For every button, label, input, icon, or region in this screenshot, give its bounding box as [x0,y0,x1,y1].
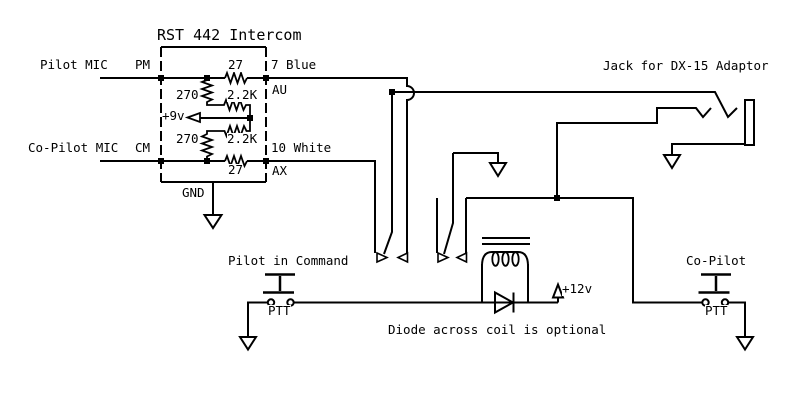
jack-tip-wire [392,91,738,119]
plus12v-label: +12v [562,281,593,296]
coil-loop [491,251,500,267]
coil-loop [501,251,510,267]
ground-icon [662,154,682,170]
pilot-in-command-label: Pilot in Command [228,253,349,268]
ax-terminal-label: AX [272,163,288,178]
intercom-title: RST 442 Intercom [157,26,302,44]
ground-icon [202,214,224,230]
diode [494,290,516,315]
plus9v-label: +9v [162,108,185,123]
contact2-to-copilot-net [466,197,702,304]
pilot-mic-label: Pilot MIC [40,57,108,72]
r27-bottom-label: 27 [228,162,244,177]
diode-note-label: Diode across coil is optional [388,322,607,337]
pm-terminal-label: PM [135,57,151,72]
ptt-pilot-label: PTT [268,303,291,318]
ground-icon [488,162,508,178]
jack-title-label: Jack for DX-15 Adaptor [603,58,769,73]
contact-arrow-left-icon [455,251,468,264]
resistor-network [184,78,251,161]
relay-coil [481,237,530,303]
jack-plug [662,99,755,170]
plug-body [744,99,755,146]
gnd-label: GND [182,185,205,200]
contact-arrow-right-icon [437,251,450,264]
contact-arm-2 [443,153,454,255]
coil-rail [294,281,565,304]
r270-bottom-label: 270 [176,131,199,146]
junction-dots [158,75,560,201]
diode-triangle-icon [494,290,516,315]
contact-arrow-right-icon [376,251,389,264]
plus9v-arrow-icon [184,111,201,124]
copilot-ptt-switch [698,273,755,352]
contact-arrow-left-icon [396,251,409,264]
r270-top-label: 270 [176,87,199,102]
plus12v-arrow-icon [551,281,565,299]
coil-loop [511,251,520,267]
r22k-top-label: 2.2K [227,87,258,102]
resistor-27-bottom [224,153,248,169]
copilot-label: Co-Pilot [686,253,747,268]
resistor-22k-270-bottom [199,118,251,161]
intercom-ground [202,182,224,230]
au-terminal-label: AU [272,82,288,97]
resistor-27-top [224,70,248,86]
ptt-copilot-label: PTT [705,303,728,318]
cm-terminal-label: CM [135,140,151,155]
r22k-bottom-label: 2.2K [227,131,258,146]
ground-icon [238,336,258,352]
ground-icon [735,336,755,352]
jack-ring-wire [556,107,712,198]
relay-contact-2 [436,152,508,264]
copilot-mic-label: Co-Pilot MIC [28,140,119,155]
wire-10-white-label: 10 White [271,140,332,155]
relay-contact-1 [376,92,409,264]
contact-arm-1 [383,92,393,255]
resistor-270-22k-top [199,78,251,118]
r27-top-label: 27 [228,57,244,72]
wire-7-blue-label: 7 Blue [271,57,317,72]
